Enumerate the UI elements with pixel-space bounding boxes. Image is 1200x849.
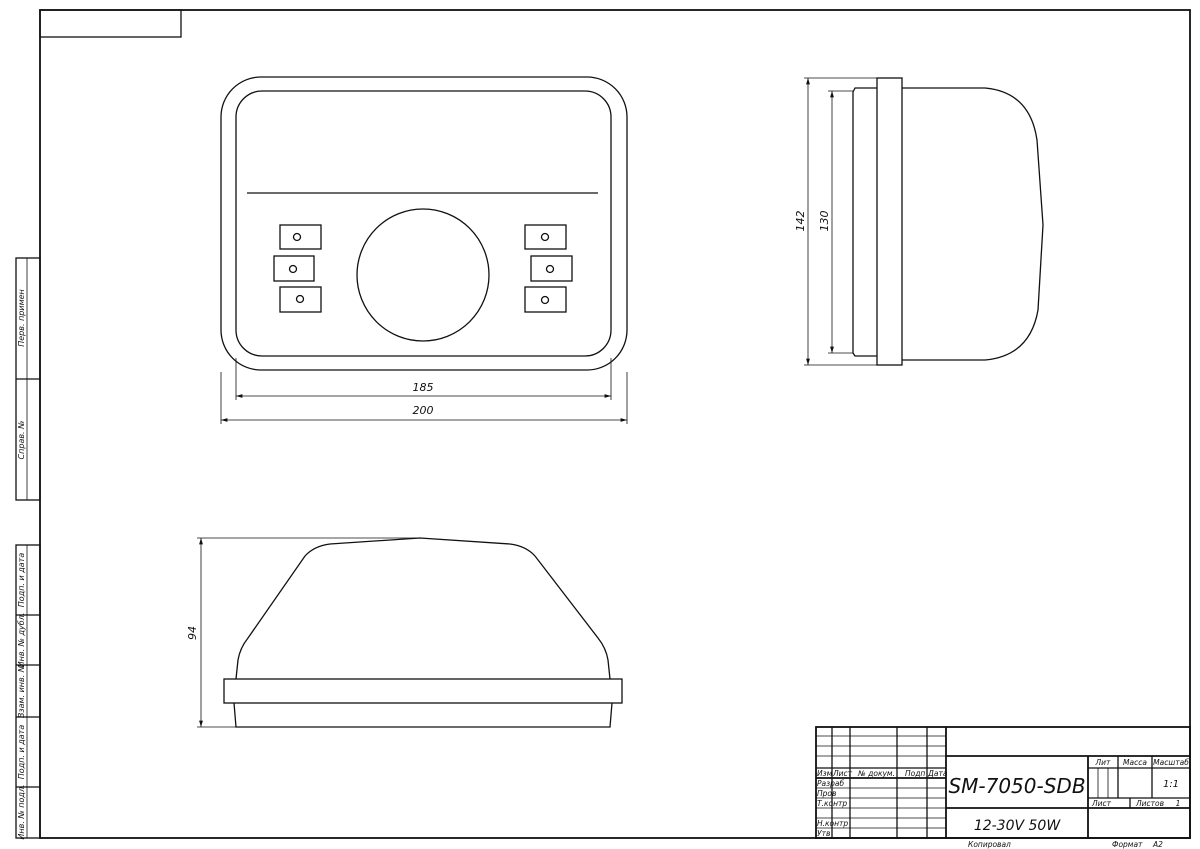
title-block: Изм Лист № докум. Подп Дата Разраб Пров …: [815, 726, 1191, 839]
front-outer-housing: [220, 76, 628, 371]
side-label-inv-dubl: Инв. № дубл.: [17, 613, 26, 668]
side-strip: Перв. примен Справ. № Подп. и дата Инв. …: [15, 257, 41, 840]
drawing-frame: [39, 9, 1191, 839]
side-flange: [876, 77, 903, 366]
tb-lit-label: Лит: [1095, 758, 1112, 767]
tb-designation: SM-7050-SDB: [948, 774, 1085, 798]
dim-label-130: 130: [818, 211, 831, 232]
tb-col-izm: Изм: [817, 769, 833, 778]
profile-flange: [223, 678, 623, 704]
dim-label-200: 200: [413, 404, 434, 417]
tb-col-data: Дата: [927, 769, 948, 778]
dim-label-142: 142: [794, 211, 807, 232]
side-label-inv-podl: Инв. № подл.: [17, 784, 26, 839]
tb-product-name: 12-30V 50W: [974, 818, 1062, 834]
top-left-stamp-box: [39, 9, 182, 38]
side-label-sprav-no: Справ. №: [17, 421, 26, 460]
footer-format-label: Формат: [1112, 840, 1143, 849]
tb-role-nkontr: Н.контр: [817, 819, 848, 828]
tb-scale-value: 1:1: [1163, 779, 1179, 790]
side-label-perv-primen: Перв. примен: [17, 289, 26, 347]
side-back-plate: [852, 87, 877, 357]
side-view: 142 130: [794, 77, 1044, 366]
tb-col-list: Лист: [832, 769, 853, 778]
tb-role-utv: Утв: [817, 829, 830, 838]
right-terminals: [524, 224, 573, 313]
side-dome: [902, 87, 1044, 361]
front-view: 185 200: [220, 76, 628, 424]
front-lens: [356, 208, 490, 342]
profile-dome: [235, 537, 611, 680]
dim-label-94: 94: [186, 626, 199, 640]
tb-col-dokum: № докум.: [857, 769, 895, 778]
tb-role-tkontr: Т.контр: [817, 799, 847, 808]
profile-base: [233, 702, 613, 728]
tb-col-podp: Подп: [905, 769, 925, 778]
left-terminals: [273, 224, 322, 313]
dim-label-185: 185: [413, 381, 434, 394]
tb-mass-label: Масса: [1123, 758, 1147, 767]
side-label-vzam-inv: Взам. инв. №: [17, 664, 26, 718]
tb-sheet-label: Лист: [1091, 799, 1112, 808]
tb-sheets-label: Листов: [1135, 799, 1164, 808]
tb-role-prov: Пров: [817, 789, 836, 798]
side-label-podp-data-2: Подп. и дата: [17, 725, 26, 780]
front-inner-housing: [235, 90, 612, 357]
profile-view: 94: [186, 537, 623, 728]
side-label-podp-data-1: Подп. и дата: [17, 553, 26, 608]
tb-role-razrab: Разраб: [817, 779, 844, 788]
tb-sheets-value: 1: [1176, 799, 1181, 808]
footer-format-value: A2: [1152, 840, 1163, 849]
tb-scale-label: Масштаб: [1153, 758, 1189, 767]
footer-copied: Копировал: [968, 840, 1011, 849]
